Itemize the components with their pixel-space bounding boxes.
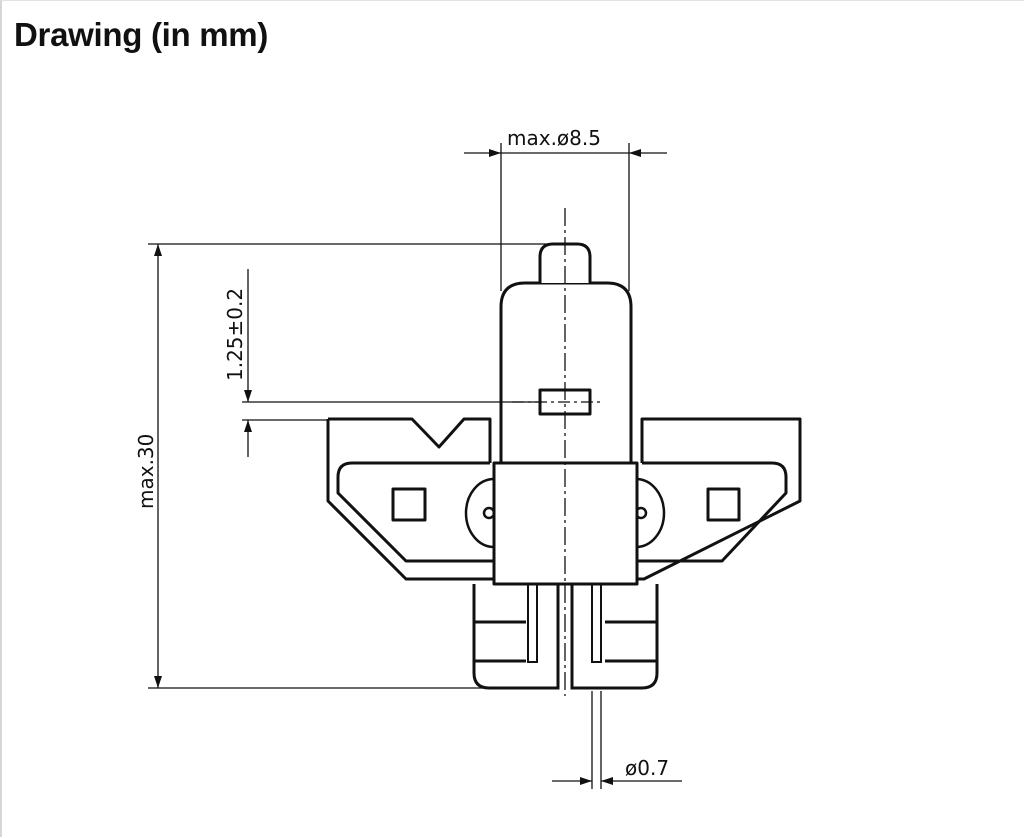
pins <box>527 583 602 663</box>
page-title: Drawing (in mm) <box>14 16 269 53</box>
left-square-hole <box>391 487 427 522</box>
right-pin <box>591 583 602 663</box>
lamp-capsule <box>499 281 633 463</box>
right-terminal <box>570 584 659 690</box>
dim-offset-label: 1.25±0.2 <box>223 288 247 381</box>
dim-max-diameter-label: max.ø8.5 <box>507 126 601 150</box>
dim-pin-diameter <box>552 691 682 789</box>
dim-offset <box>242 269 542 457</box>
left-lug <box>464 477 495 549</box>
right-lug <box>635 477 666 549</box>
right-square-hole <box>706 487 741 522</box>
flange-outline <box>326 417 802 581</box>
dim-pin-diameter-label: ø0.7 <box>625 756 669 780</box>
dim-max-height <box>148 243 547 689</box>
dim-max-height-label: max.30 <box>134 434 158 509</box>
terminals <box>472 584 659 690</box>
left-pin <box>527 583 538 663</box>
left-terminal <box>472 584 560 690</box>
dim-max-diameter <box>464 143 667 291</box>
